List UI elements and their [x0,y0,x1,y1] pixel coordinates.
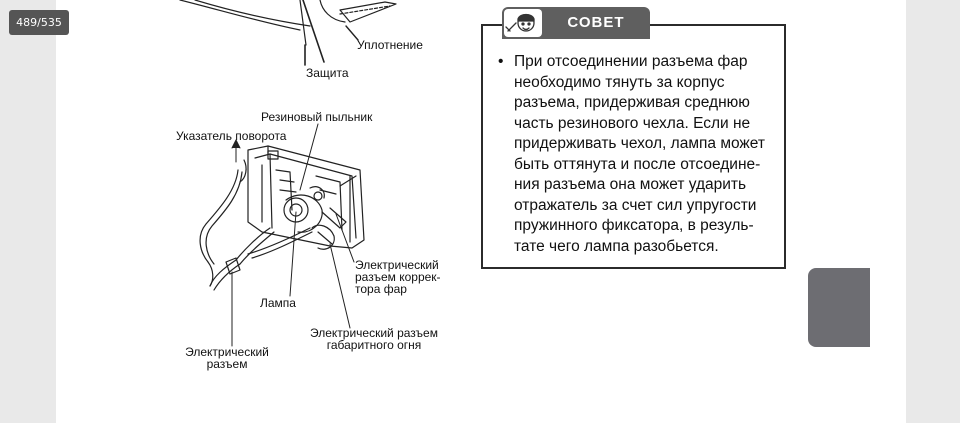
label-rubber-boot: Резиновый пыльник [261,110,373,124]
tip-line: ния разъема она может ударить [514,176,747,193]
bumper-outline [179,0,397,66]
bullet: • [498,53,504,70]
mechanic-icon [504,9,542,37]
headlight-diagram [179,0,397,347]
page-counter: 489/535 [9,10,69,35]
label-marker-connector: Электрический разъем габаритного огня [310,326,438,352]
label-turn-signal: Указатель поворота [176,129,287,143]
label-corrector-connector: Электрический разъем коррек- тора фар [355,258,441,296]
tip-line: быть оттянута и после отсоедине- [514,155,761,173]
tip-line: тате чего лампа разобьется. [514,237,719,255]
label-seal: Уплотнение [357,38,423,52]
headlight-assembly [199,145,365,291]
leader-lines [231,123,355,347]
tip-title: СОВЕТ [567,14,625,31]
tip-line: отражатель за счет сил упругости [514,196,757,214]
tip-line: разъема, придерживая среднюю [514,94,750,111]
tip-line: придерживать чехол, лампа может [514,135,765,152]
tip-line: необходимо тянуть за корпус [514,73,725,91]
tip-box [481,24,786,269]
tip-line: часть резинового чехла. Если не [514,114,751,132]
label-electric-connector: Электрический разъем [185,345,269,371]
label-lamp: Лампа [260,296,296,310]
tip-line: При отсоединении разъема фар [514,53,748,70]
chapter-side-tab[interactable] [808,268,870,347]
tip-line: пружинного фиксатора, в резуль- [514,217,754,234]
label-guard: Защита [306,66,349,80]
tip-text: • При отсоединении разъема фар необходим… [498,52,776,257]
